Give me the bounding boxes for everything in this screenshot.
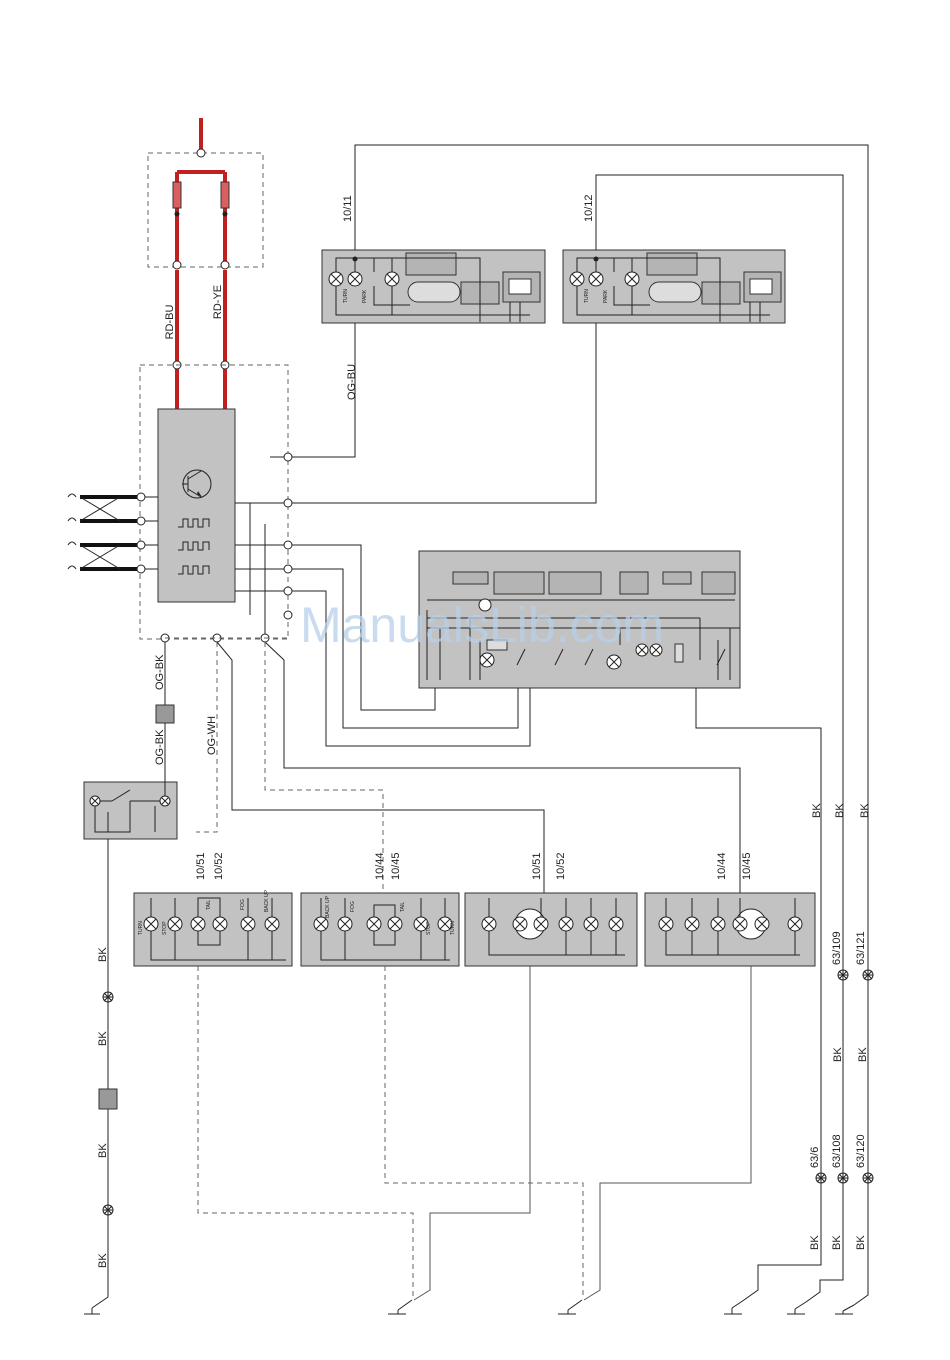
front-lamp-right: TURN PARK — [563, 250, 785, 323]
svg-text:BK: BK — [97, 947, 109, 962]
svg-text:10/45: 10/45 — [741, 852, 753, 880]
watermark-text: ManualsLib.com — [300, 597, 664, 653]
svg-text:63/121: 63/121 — [855, 931, 867, 965]
svg-text:TURN: TURN — [450, 921, 456, 935]
wire-label-og-bu: OG-BU — [346, 364, 358, 400]
rear-lamp-mid: BACK UP FOG TAIL STOP TURN — [301, 893, 459, 966]
connector-front-right: 10/12 — [583, 194, 595, 222]
svg-text:TAIL: TAIL — [400, 902, 406, 912]
wire-label-og-bk-lower: OG-BK — [154, 729, 166, 765]
svg-text:10/51: 10/51 — [195, 852, 207, 880]
rear-lamp-right-inner — [465, 893, 637, 966]
svg-text:BK: BK — [832, 1047, 844, 1062]
front-lamp-left: TURN PARK — [322, 250, 545, 323]
svg-text:TURN: TURN — [138, 921, 144, 935]
svg-text:63/6: 63/6 — [809, 1147, 821, 1168]
rear-lamp-right-outer — [645, 893, 815, 966]
svg-text:10/44: 10/44 — [716, 852, 728, 880]
svg-text:BK: BK — [831, 1235, 843, 1250]
brake-switch — [84, 782, 177, 839]
connector-front-left: 10/11 — [342, 195, 354, 222]
svg-text:TURN: TURN — [584, 289, 590, 303]
svg-text:BK: BK — [834, 803, 846, 818]
svg-text:TURN: TURN — [343, 289, 349, 303]
connector-block — [156, 705, 174, 723]
svg-text:63/108: 63/108 — [831, 1134, 843, 1168]
svg-text:10/44: 10/44 — [374, 852, 386, 880]
svg-text:BK: BK — [857, 1047, 869, 1062]
svg-text:BACK UP: BACK UP — [325, 895, 331, 918]
svg-text:BK: BK — [811, 803, 823, 818]
svg-text:PARK: PARK — [603, 289, 609, 303]
svg-text:STOP: STOP — [426, 921, 432, 935]
svg-text:FOG: FOG — [240, 899, 246, 910]
svg-text:STOP: STOP — [162, 921, 168, 935]
svg-text:10/51: 10/51 — [531, 852, 543, 880]
svg-text:BK: BK — [97, 1253, 109, 1268]
rear-lamp-left: TURN STOP TAIL FOG BACK UP — [134, 889, 292, 966]
data-bus — [68, 493, 158, 573]
svg-text:10/45: 10/45 — [390, 852, 402, 880]
svg-text:63/109: 63/109 — [831, 931, 843, 965]
svg-text:63/120: 63/120 — [855, 1134, 867, 1168]
svg-text:BK: BK — [855, 1235, 867, 1250]
control-module — [140, 365, 288, 639]
wire-label-og-bk-upper: OG-BK — [154, 654, 166, 690]
svg-text:BK: BK — [809, 1235, 821, 1250]
svg-text:TAIL: TAIL — [206, 900, 212, 910]
svg-text:10/52: 10/52 — [213, 852, 225, 880]
svg-text:PARK: PARK — [362, 289, 368, 303]
svg-text:FOG: FOG — [350, 901, 356, 912]
svg-text:BACK UP: BACK UP — [264, 889, 270, 912]
svg-text:BK: BK — [97, 1031, 109, 1046]
wire-label-rd-bu: RD-BU — [164, 305, 176, 340]
svg-text:10/52: 10/52 — [555, 852, 567, 880]
svg-text:BK: BK — [97, 1143, 109, 1158]
wire-label-rd-ye: RD-YE — [212, 285, 224, 319]
wire-label-og-wh: OG-WH — [206, 716, 218, 755]
svg-text:BK: BK — [859, 803, 871, 818]
